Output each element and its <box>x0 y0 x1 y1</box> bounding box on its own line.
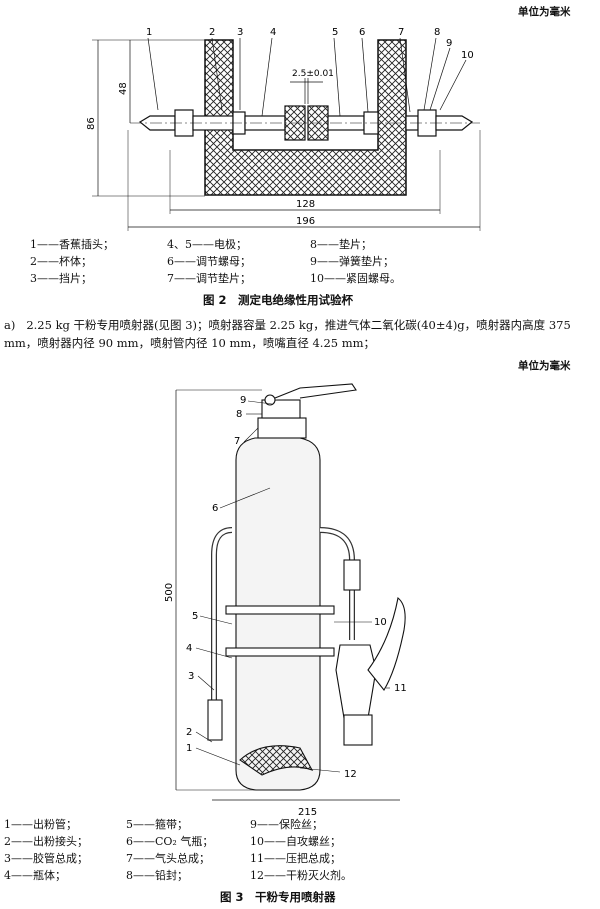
fig3-unit-label: 单位为毫米 <box>518 360 571 372</box>
fig2-callout-10: 10 <box>461 50 474 61</box>
dim-128: 128 <box>296 199 315 210</box>
fig2-caption: 图 2 测定电绝缘性用试验杯 <box>203 293 354 307</box>
fig3-callout-8: 8 <box>236 409 242 420</box>
fig3-callout-6: 6 <box>212 503 218 514</box>
fig2-callout-1: 1 <box>146 27 152 38</box>
fig3-callout-5: 5 <box>192 611 198 622</box>
fig3-callout-4: 4 <box>186 643 192 654</box>
dim-48: 48 <box>118 82 129 95</box>
paragraph-text: 2.25 kg 干粉专用喷射器(见图 3)；喷射器容量 2.25 kg，推进气体… <box>4 318 571 350</box>
fig2-callout-8: 8 <box>434 27 440 38</box>
fig3-callout-7: 7 <box>234 436 240 447</box>
fig2-callout-6: 6 <box>359 27 365 38</box>
fig3-caption: 图 3 干粉专用喷射器 <box>220 890 336 904</box>
fig3-callout-11: 11 <box>394 683 407 694</box>
fig2-callout-4: 4 <box>270 27 276 38</box>
fig2-legend-col2: 4、5——电极；6——调节螺母；7——调节垫片； <box>167 238 251 285</box>
fig2-legend-col3: 8——垫片；9——弹簧垫片；10——紧固螺母。 <box>310 238 401 285</box>
fig3-legend-col1: 1——出粉管；2——出粉接头；3——胶管总成；4——瓶体； <box>4 818 88 882</box>
fig3-callout-2: 2 <box>186 727 192 738</box>
fig2-legend-col1: 1——香蕉插头；2——杯体；3——挡片； <box>30 238 114 285</box>
dim-215: 215 <box>298 807 317 815</box>
fig3-drawing: 1 2 3 4 5 6 7 8 9 10 11 12 500 215 <box>164 383 407 815</box>
fig2-callout-2: 2 <box>209 27 215 38</box>
fig3-callout-12: 12 <box>344 769 357 780</box>
paragraph-a: a) 2.25 kg 干粉专用喷射器(见图 3)；喷射器容量 2.25 kg，推… <box>4 316 594 352</box>
fig2-callout-3: 3 <box>237 27 243 38</box>
list-marker: a) <box>4 318 16 332</box>
fig3-callout-3: 3 <box>188 671 194 682</box>
dim-86: 86 <box>86 117 97 130</box>
cup-body <box>204 39 407 196</box>
dim-500: 500 <box>164 583 175 602</box>
fig2-callout-9: 9 <box>446 38 452 49</box>
dim-196: 196 <box>296 216 315 227</box>
fig2-callout-5: 5 <box>332 27 338 38</box>
dim-gap: 2.5±0.01 <box>292 69 334 79</box>
fig3-legend-col2: 5——箍带；6——CO₂ 气瓶；7——气头总成；8——铅封； <box>126 818 214 882</box>
fig3-callout-1: 1 <box>186 743 192 754</box>
fig2-drawing: 1 2 3 4 5 6 7 8 9 10 86 48 2.5±0.01 128 … <box>86 27 481 231</box>
fig3-callout-10: 10 <box>374 617 387 628</box>
fig2-callout-7: 7 <box>398 27 404 38</box>
fig3-legend-col3: 9——保险丝；10——自攻螺丝；11——压把总成；12——干粉灭火剂。 <box>250 818 352 882</box>
fig3-callout-9: 9 <box>240 395 246 406</box>
fig2-unit-label: 单位为毫米 <box>518 6 571 18</box>
